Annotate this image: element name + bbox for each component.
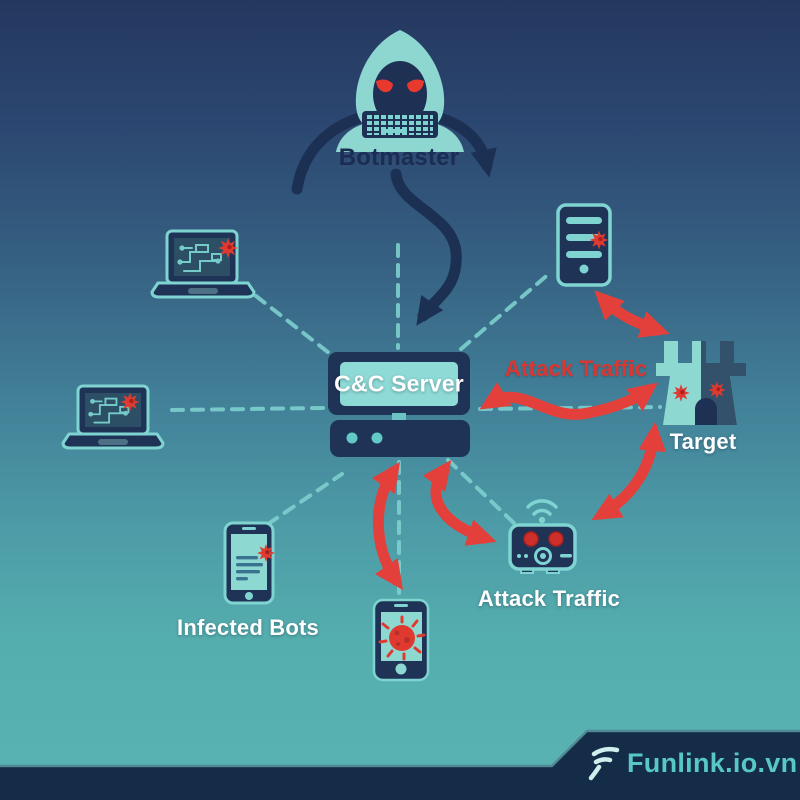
attack-traffic-label-red: Attack Traffic [504,356,648,381]
dashed-link-laptop-2 [170,406,326,412]
dashed-link-tower [459,270,553,351]
hacker-eye-left [376,79,393,93]
attack-arrows [371,290,670,591]
cc-server-screen [340,362,458,406]
botmaster-label: Botmaster [338,144,460,171]
virus-splat-icon [672,384,690,402]
cc-server-label: C&C Server [334,370,464,397]
router-icon [508,499,577,574]
server-tower-icon [556,203,612,287]
hacker-face [373,61,427,127]
attack-traffic-label-white: Attack Traffic [477,586,621,611]
attack-arrow-server-phone [371,461,404,591]
infected-laptop-1-icon [150,229,256,299]
funlink-f-icon [588,746,620,781]
dashed-link-router [446,458,519,528]
wifi-signal-icon [526,499,558,524]
cc-server-icon [328,352,470,457]
infected-phone-1-icon [223,521,275,605]
virus-icon-large [378,615,426,661]
virus-splat-icon [120,392,140,412]
attack-arrow-router-target [591,421,667,521]
infected-phone-2-icon [372,598,430,682]
dashed-link-phone-1 [266,472,344,526]
target-castle-icon [656,341,746,425]
attack-arrow-server-target [479,382,658,420]
brand-logo: Funlink.io.vn [588,744,797,782]
virus-splat-icon [218,238,238,258]
attack-arrow-tower-target [594,290,670,338]
hooded-hacker-icon [336,30,464,152]
dashed-link-laptop-1 [254,294,340,362]
target-label: Target [669,429,737,454]
virus-splat-icon [589,230,609,250]
infected-laptop-2-icon [61,384,165,450]
command-s-arrow [390,168,462,326]
infected-bots-label: Infected Bots [177,615,319,640]
attack-arrow-server-router [422,460,497,546]
hacker-eye-right [407,79,424,93]
virus-splat-icon [257,544,275,562]
castle-door [695,398,717,425]
virus-splat-icon [708,381,726,399]
brand-logo-text: Funlink.io.vn [627,747,798,778]
